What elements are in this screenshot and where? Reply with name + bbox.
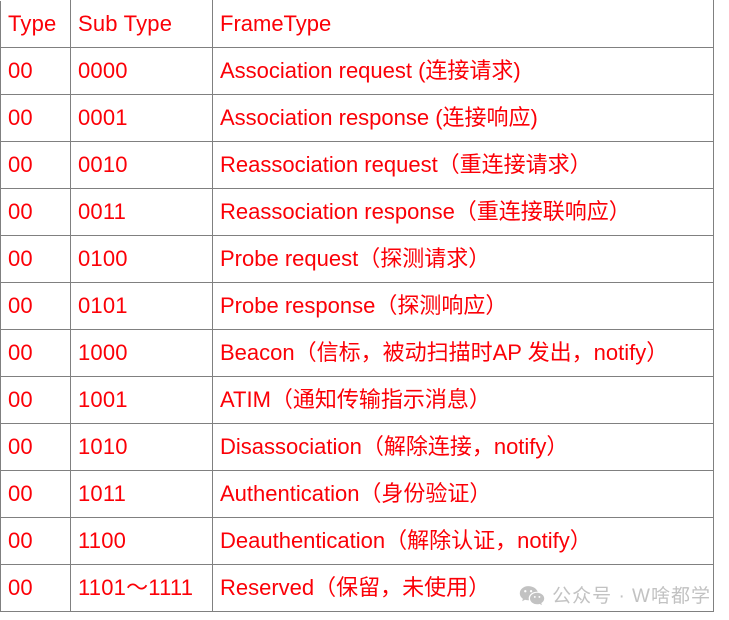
cell-frametype: ATIM（通知传输指示消息）	[212, 376, 714, 424]
cell-frametype: Reassociation response（重连接联响应）	[212, 188, 714, 236]
table-row: 00 0000 Association request (连接请求)	[0, 47, 714, 95]
cell-type: 00	[0, 282, 71, 330]
cell-frametype: Association request (连接请求)	[212, 47, 714, 95]
table-row: 00 1010 Disassociation（解除连接，notify）	[0, 423, 714, 471]
table-row: 00 1011 Authentication（身份验证）	[0, 470, 714, 518]
table-row: 00 1000 Beacon（信标，被动扫描时AP 发出，notify）	[0, 329, 714, 377]
cell-sub-type: 1010	[70, 423, 213, 471]
cell-frametype: Probe request（探测请求）	[212, 235, 714, 283]
table-row: 00 0010 Reassociation request（重连接请求）	[0, 141, 714, 189]
cell-sub-type: 0010	[70, 141, 213, 189]
cell-sub-type: 0000	[70, 47, 213, 95]
cell-type: 00	[0, 564, 71, 612]
frame-type-table: Type Sub Type FrameType 00 0000 Associat…	[0, 0, 714, 612]
table-header: Type Sub Type FrameType	[0, 0, 714, 48]
table-row: 00 0101 Probe response（探测响应）	[0, 282, 714, 330]
table-row: 00 1101～1111 Reserved（保留，未使用）	[0, 564, 714, 612]
cell-frametype: Deauthentication（解除认证，notify）	[212, 517, 714, 565]
cell-sub-type: 0011	[70, 188, 213, 236]
cell-sub-type: 0101	[70, 282, 213, 330]
cell-frametype: Reserved（保留，未使用）	[212, 564, 714, 612]
table-row: 00 0100 Probe request（探测请求）	[0, 235, 714, 283]
cell-sub-type: 1000	[70, 329, 213, 377]
cell-frametype: Reassociation request（重连接请求）	[212, 141, 714, 189]
cell-type: 00	[0, 47, 71, 95]
cell-sub-type: 1101～1111	[70, 564, 213, 612]
cell-sub-type: 1001	[70, 376, 213, 424]
cell-type: 00	[0, 188, 71, 236]
cell-frametype: Association response (连接响应)	[212, 94, 714, 142]
column-header-frametype: FrameType	[212, 0, 714, 48]
cell-frametype: Probe response（探测响应）	[212, 282, 714, 330]
table-row: 00 0011 Reassociation response（重连接联响应）	[0, 188, 714, 236]
table-header-row: Type Sub Type FrameType	[0, 0, 714, 48]
cell-type: 00	[0, 470, 71, 518]
table-body: 00 0000 Association request (连接请求) 00 00…	[0, 47, 714, 612]
cell-type: 00	[0, 423, 71, 471]
cell-sub-type: 0100	[70, 235, 213, 283]
cell-frametype: Beacon（信标，被动扫描时AP 发出，notify）	[212, 329, 714, 377]
cell-type: 00	[0, 376, 71, 424]
column-header-type: Type	[0, 0, 71, 48]
cell-sub-type: 0001	[70, 94, 213, 142]
table-row: 00 0001 Association response (连接响应)	[0, 94, 714, 142]
cell-sub-type: 1011	[70, 470, 213, 518]
cell-type: 00	[0, 141, 71, 189]
cell-frametype: Authentication（身份验证）	[212, 470, 714, 518]
cell-type: 00	[0, 235, 71, 283]
table-row: 00 1001 ATIM（通知传输指示消息）	[0, 376, 714, 424]
cell-type: 00	[0, 329, 71, 377]
cell-sub-type: 1100	[70, 517, 213, 565]
cell-type: 00	[0, 94, 71, 142]
cell-type: 00	[0, 517, 71, 565]
table-row: 00 1100 Deauthentication（解除认证，notify）	[0, 517, 714, 565]
cell-frametype: Disassociation（解除连接，notify）	[212, 423, 714, 471]
column-header-sub-type: Sub Type	[70, 0, 213, 48]
